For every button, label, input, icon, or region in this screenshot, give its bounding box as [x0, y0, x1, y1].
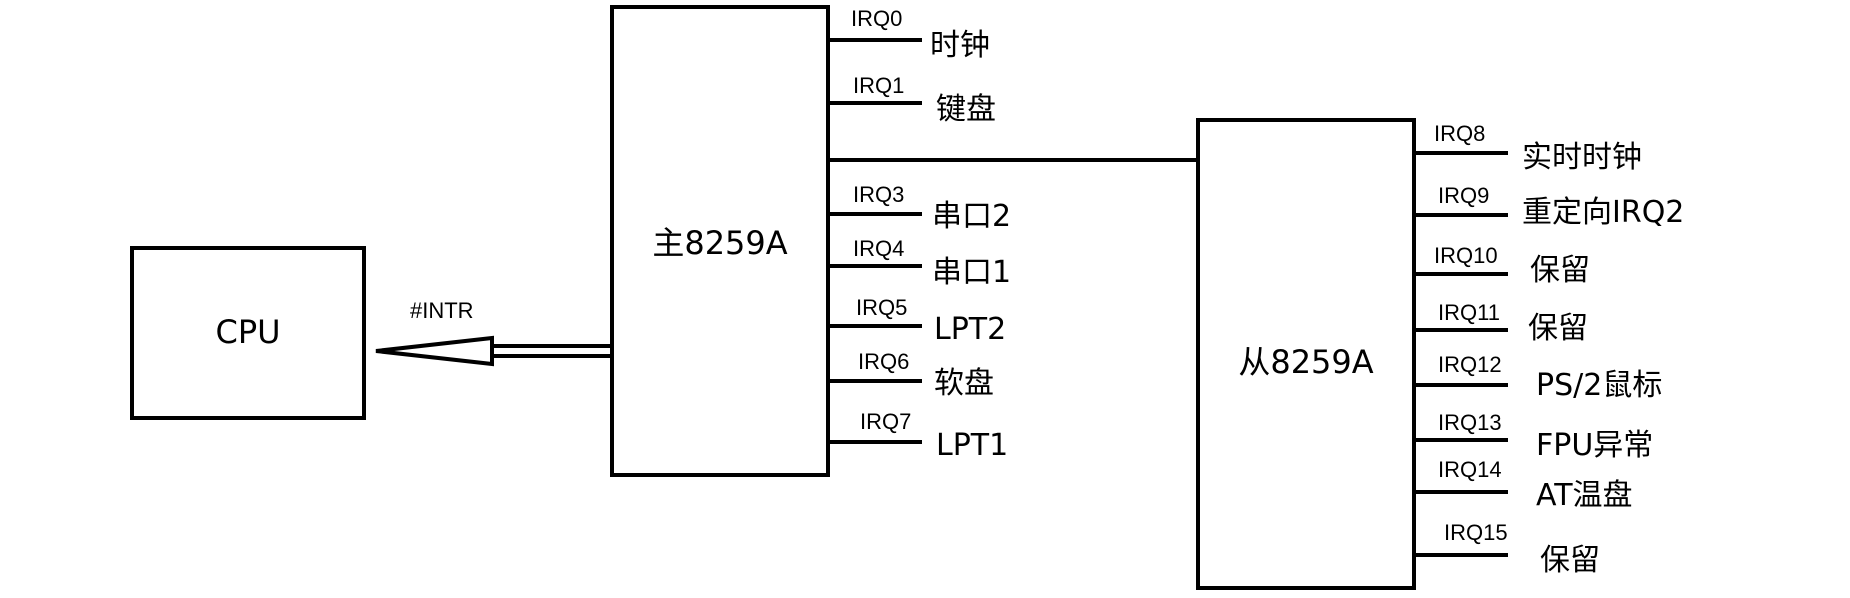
- slave-8259a-label: 从8259A: [1238, 343, 1373, 381]
- device-label: 重定向IRQ2: [1522, 195, 1684, 230]
- master-8259a-label: 主8259A: [652, 224, 787, 262]
- device-label: PS/2鼠标: [1536, 368, 1662, 403]
- irq-label: IRQ12: [1438, 352, 1502, 377]
- master-irq-line: IRQ3 串口2: [828, 182, 1011, 234]
- device-label: 保留: [1530, 253, 1590, 288]
- device-label: LPT1: [936, 428, 1008, 463]
- master-irq-line: IRQ1 键盘: [828, 73, 996, 127]
- irq-label: IRQ3: [853, 182, 904, 207]
- device-label: 保留: [1540, 543, 1600, 578]
- master-irq-line: IRQ4 串口1: [828, 236, 1011, 290]
- device-label: 软盘: [934, 366, 994, 401]
- master-8259a-block: 主8259A: [610, 5, 830, 477]
- slave-irq-line: IRQ13 FPU异常: [1414, 410, 1653, 463]
- intr-arrow: #INTR: [375, 298, 612, 367]
- irq-label: IRQ8: [1434, 121, 1485, 146]
- slave-irq-lines: IRQ8 实时时钟 IRQ9 重定向IRQ2 IRQ10 保留 IRQ11 保留…: [1414, 121, 1684, 578]
- slave-irq-line: IRQ10 保留: [1414, 243, 1590, 288]
- slave-irq-line: IRQ8 实时时钟: [1414, 121, 1642, 175]
- slave-irq-line: IRQ12 PS/2鼠标: [1414, 352, 1662, 403]
- cpu-label: CPU: [215, 313, 280, 351]
- master-8259a-box: [610, 5, 830, 477]
- cpu-box: [130, 246, 366, 420]
- irq-label: IRQ10: [1434, 243, 1498, 268]
- device-label: FPU异常: [1536, 428, 1653, 463]
- slave-irq-line: IRQ14 AT温盘: [1414, 457, 1633, 513]
- slave-8259a-block: 从8259A: [1196, 118, 1416, 590]
- device-label: 保留: [1528, 311, 1588, 346]
- irq-label: IRQ1: [853, 73, 904, 98]
- intr-label: #INTR: [410, 298, 474, 323]
- slave-8259a-box: [1196, 118, 1416, 590]
- irq-label: IRQ11: [1438, 300, 1500, 325]
- master-irq-line: IRQ6 软盘: [828, 349, 994, 401]
- irq-label: IRQ4: [853, 236, 904, 261]
- slave-irq-line: IRQ15 保留: [1414, 520, 1600, 578]
- cpu-block: CPU: [130, 246, 366, 420]
- device-label: 实时时钟: [1522, 140, 1642, 175]
- device-label: LPT2: [934, 312, 1006, 347]
- irq-label: IRQ15: [1444, 520, 1508, 545]
- irq-label: IRQ9: [1438, 183, 1489, 208]
- master-irq-lines: IRQ0 时钟 IRQ1 键盘 IRQ3 串口2 IRQ4 串口1 IRQ5 L…: [828, 6, 1011, 463]
- device-label: 时钟: [930, 28, 990, 63]
- master-irq-line: IRQ5 LPT2: [828, 295, 1006, 347]
- intr-arrow-head: [375, 335, 494, 367]
- irq-label: IRQ0: [851, 6, 902, 31]
- slave-irq-line: IRQ11 保留: [1414, 300, 1588, 346]
- irq-label: IRQ13: [1438, 410, 1502, 435]
- device-label: AT温盘: [1536, 478, 1633, 513]
- device-label: 键盘: [936, 92, 996, 127]
- irq-label: IRQ6: [858, 349, 909, 374]
- slave-irq-line: IRQ9 重定向IRQ2: [1414, 183, 1684, 230]
- device-label: 串口1: [932, 255, 1011, 290]
- master-irq-line: IRQ0 时钟: [828, 6, 990, 63]
- device-label: 串口2: [932, 199, 1011, 234]
- irq-label: IRQ7: [860, 409, 911, 434]
- master-irq-line: IRQ7 LPT1: [828, 409, 1008, 463]
- irq-label: IRQ5: [856, 295, 907, 320]
- irq-label: IRQ14: [1438, 457, 1502, 482]
